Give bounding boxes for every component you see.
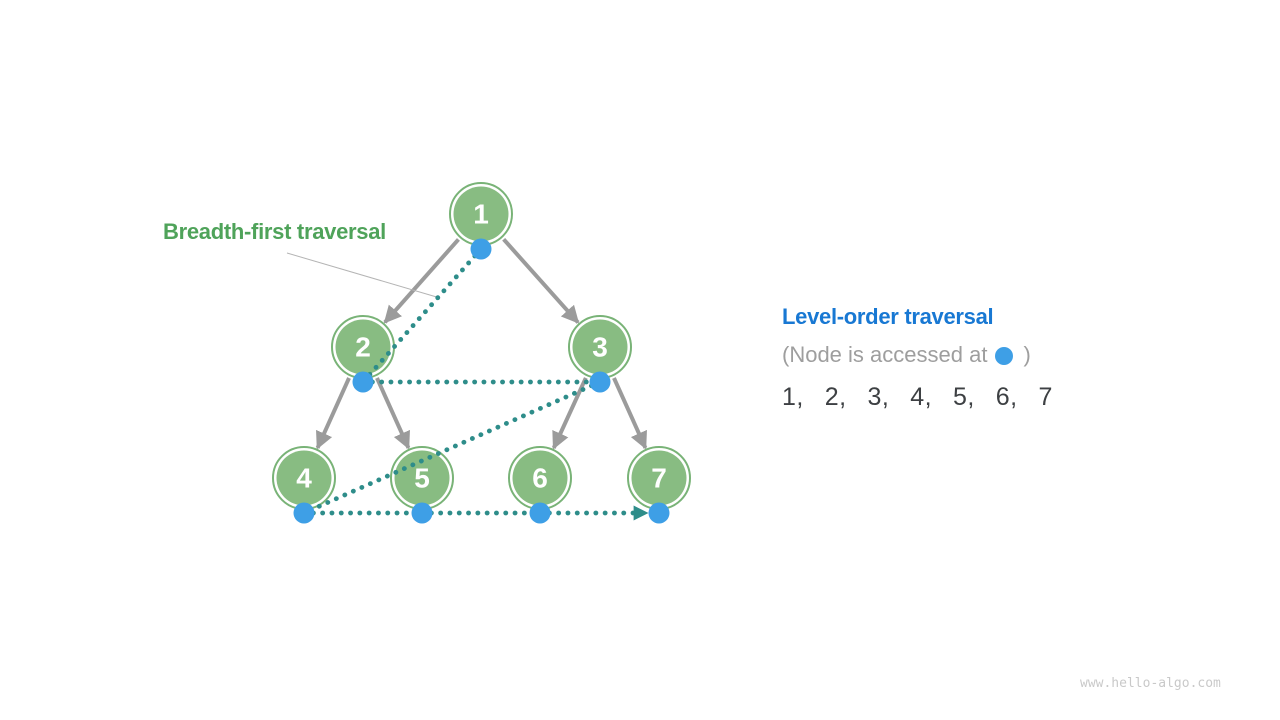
tree-node: 7 [627,446,691,510]
node-value-label: 2 [355,332,371,363]
node-value-label: 4 [296,463,312,494]
node-access-dot [648,502,670,524]
access-dots-layer [293,238,670,524]
node-circle [631,450,687,506]
traversal-segment [360,246,484,385]
level-order-title: Level-order traversal [782,304,994,329]
node-circle [572,319,628,375]
tree-edge-arrow [502,238,580,324]
tree-edge-arrow [375,377,411,450]
tree-edge-arrow [315,377,351,450]
node-value-label: 3 [592,332,608,363]
node-circle [512,450,568,506]
tree-node: 5 [390,446,454,510]
node-access-dot [352,371,374,393]
tree-edge-arrow [551,377,588,450]
node-circle [335,319,391,375]
tree-edge-arrow [612,377,648,450]
node-value-label: 7 [651,463,667,494]
node-value-label: 6 [532,463,548,494]
tree-edge-arrow [383,238,460,324]
node-access-dot [411,502,433,524]
node-value-label: 5 [414,463,430,494]
legend-note-prefix: (Node is accessed at [782,342,988,367]
node-access-dot [470,238,492,260]
legend-panel: Level-order traversal (Node is accessed … [782,304,1053,410]
tree-node: 3 [568,315,632,379]
node-circle [453,186,509,242]
tree-node: 4 [272,446,336,510]
label-pointer-line [286,252,441,299]
tree-node: 2 [331,315,395,379]
watermark: www.hello-algo.com [1080,676,1221,691]
node-value-label: 1 [473,199,489,230]
tree-node: 6 [508,446,572,510]
pointer-line-layer [286,252,441,299]
traversal-path-layer [301,246,650,521]
legend-note-suffix: ) [1023,342,1031,367]
tree-edges-layer [315,238,648,450]
legend-note: (Node is accessed at ) [782,342,1053,368]
breadth-first-traversal-label: Breadth-first traversal [163,219,386,244]
node-access-dot [293,502,315,524]
tree-nodes-layer: 1 2 3 4 5 6 7 [272,182,691,510]
node-circle [394,450,450,506]
traversal-segment [301,379,603,516]
tree-node: 1 [449,182,513,246]
access-dot-icon [995,347,1014,365]
node-circle [276,450,332,506]
node-access-dot [589,371,611,393]
traversal-sequence: 1, 2, 3, 4, 5, 6, 7 [782,383,1053,411]
node-access-dot [529,502,551,524]
